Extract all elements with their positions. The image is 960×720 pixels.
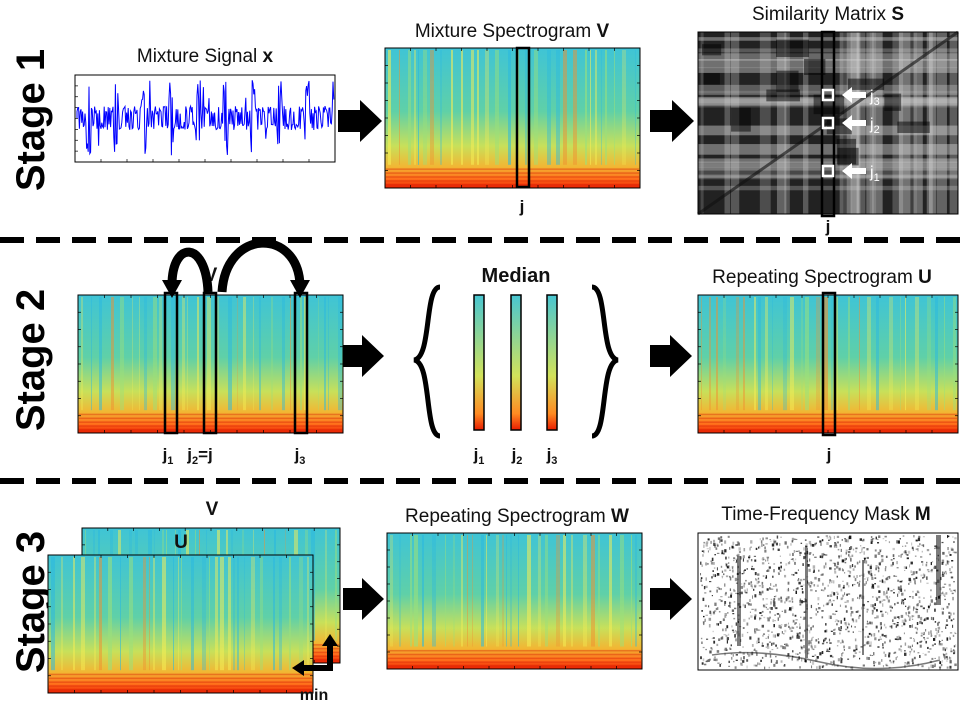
- repeating-spectrogram-u: [697, 294, 959, 434]
- median-column-label: j2: [511, 445, 523, 467]
- arrow-left-icon: [842, 115, 866, 131]
- repeat-marker: [821, 116, 835, 130]
- column-highlight: [515, 46, 531, 189]
- median-title: Median: [482, 265, 551, 287]
- similarity-column-label: j: [825, 217, 831, 236]
- repeating-spectrogram-u-title: Repeating Spectrogram U: [712, 267, 932, 288]
- column-label-j: j: [519, 197, 525, 216]
- mixture-spectrogram: [384, 47, 641, 189]
- repeat-marker-label: j1: [869, 164, 880, 184]
- repeat-marker-label: j3: [869, 88, 880, 108]
- stage-1-label: Stage 1: [9, 49, 53, 191]
- stage-3-label: Stage 3: [9, 531, 53, 673]
- left-brace-icon: [412, 284, 441, 439]
- arrow-right-icon: [343, 335, 384, 377]
- repeat-markers: j3 j2 j1: [821, 87, 880, 184]
- right-brace-icon: [591, 284, 620, 439]
- repeating-spectrogram-w: [386, 532, 643, 670]
- arrow-right-icon: [338, 100, 382, 142]
- mixture-spectrogram-title: Mixture Spectrogram V: [415, 21, 610, 42]
- repeating-column-highlight: [821, 291, 837, 437]
- min-label: min: [300, 687, 328, 704]
- repeating-spectrogram-w-title: Repeating Spectrogram W: [405, 506, 629, 527]
- similarity-matrix: [697, 30, 959, 216]
- median-column-1: [473, 294, 485, 431]
- time-frequency-mask-title: Time-Frequency Mask M: [721, 504, 930, 525]
- curved-arrow-icon: [162, 247, 213, 298]
- arrow-right-icon: [650, 335, 692, 377]
- time-frequency-mask: [697, 532, 959, 671]
- min-arrow-icon: [292, 634, 338, 676]
- arrow-right-icon: [650, 100, 694, 142]
- repeat-marker: [821, 88, 835, 102]
- repeating-column-label: j: [826, 445, 832, 464]
- arrow-right-icon: [343, 578, 384, 620]
- mixture-signal-plot: [74, 74, 336, 163]
- median-column-label: j1: [473, 445, 485, 467]
- mixture-spectrogram-stage2: [77, 294, 344, 434]
- stage3-back-symbol: V: [206, 499, 219, 520]
- signal-title: Mixture Signal x: [137, 46, 274, 67]
- column-j2: [202, 291, 218, 435]
- median-column-label: j3: [546, 445, 558, 467]
- stacked-spectrogram-u: [47, 554, 314, 694]
- stage3-front-symbol: U: [174, 532, 188, 553]
- arrow-left-icon: [842, 87, 866, 103]
- repeat-marker: [821, 164, 835, 178]
- signal-waveform: [76, 80, 335, 156]
- stage-2-label: Stage 2: [9, 289, 53, 431]
- repeat-marker-label: j2: [869, 116, 880, 136]
- column-index-label: j2=j: [186, 445, 213, 467]
- column-index-label: j3: [294, 445, 306, 467]
- column-index-label: j1: [162, 445, 174, 467]
- arrow-right-icon: [650, 578, 692, 620]
- similarity-matrix-title: Similarity Matrix S: [752, 4, 904, 25]
- median-column-3: [546, 294, 558, 431]
- median-column-2: [510, 294, 522, 431]
- curved-arrow-icon: [217, 238, 310, 298]
- arrow-left-icon: [842, 163, 866, 179]
